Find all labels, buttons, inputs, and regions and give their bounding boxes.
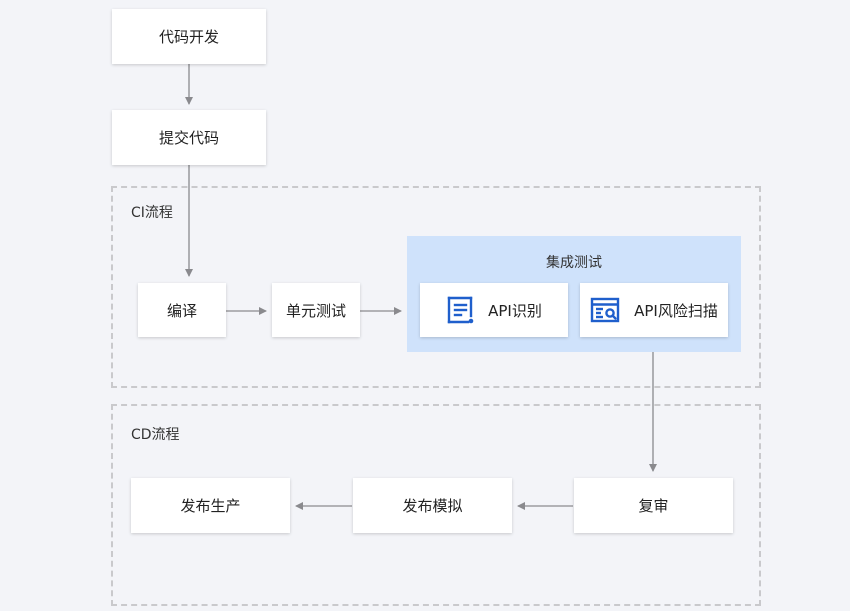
compile-label: 编译 xyxy=(166,301,197,320)
ci-region: CI流程 xyxy=(111,186,761,388)
compile-node: 编译 xyxy=(138,283,226,337)
code-dev-node: 代码开发 xyxy=(112,9,266,64)
review-label: 复审 xyxy=(638,497,669,515)
cd-region: CD流程 xyxy=(111,404,761,606)
release-simulation-label: 发布模拟 xyxy=(402,497,463,515)
api-identify-label: API识别 xyxy=(488,301,542,320)
list-scan-icon xyxy=(446,296,474,324)
unit-test-label: 单元测试 xyxy=(285,301,346,320)
release-production-node: 发布生产 xyxy=(131,478,290,533)
api-identify-node: API识别 xyxy=(420,283,568,337)
commit-code-node: 提交代码 xyxy=(112,110,266,165)
api-risk-scan-node: API风险扫描 xyxy=(580,283,728,337)
integration-test-title: 集成测试 xyxy=(546,255,602,271)
unit-test-node: 单元测试 xyxy=(272,283,360,337)
cd-region-label: CD流程 xyxy=(131,427,180,443)
release-production-label: 发布生产 xyxy=(180,497,241,515)
commit-code-label: 提交代码 xyxy=(158,129,219,147)
api-risk-scan-label: API风险扫描 xyxy=(634,301,718,320)
ci-region-label: CI流程 xyxy=(131,205,173,221)
review-node: 复审 xyxy=(574,478,733,533)
release-simulation-node: 发布模拟 xyxy=(353,478,512,533)
code-dev-label: 代码开发 xyxy=(158,28,219,46)
browser-search-icon xyxy=(590,296,620,324)
